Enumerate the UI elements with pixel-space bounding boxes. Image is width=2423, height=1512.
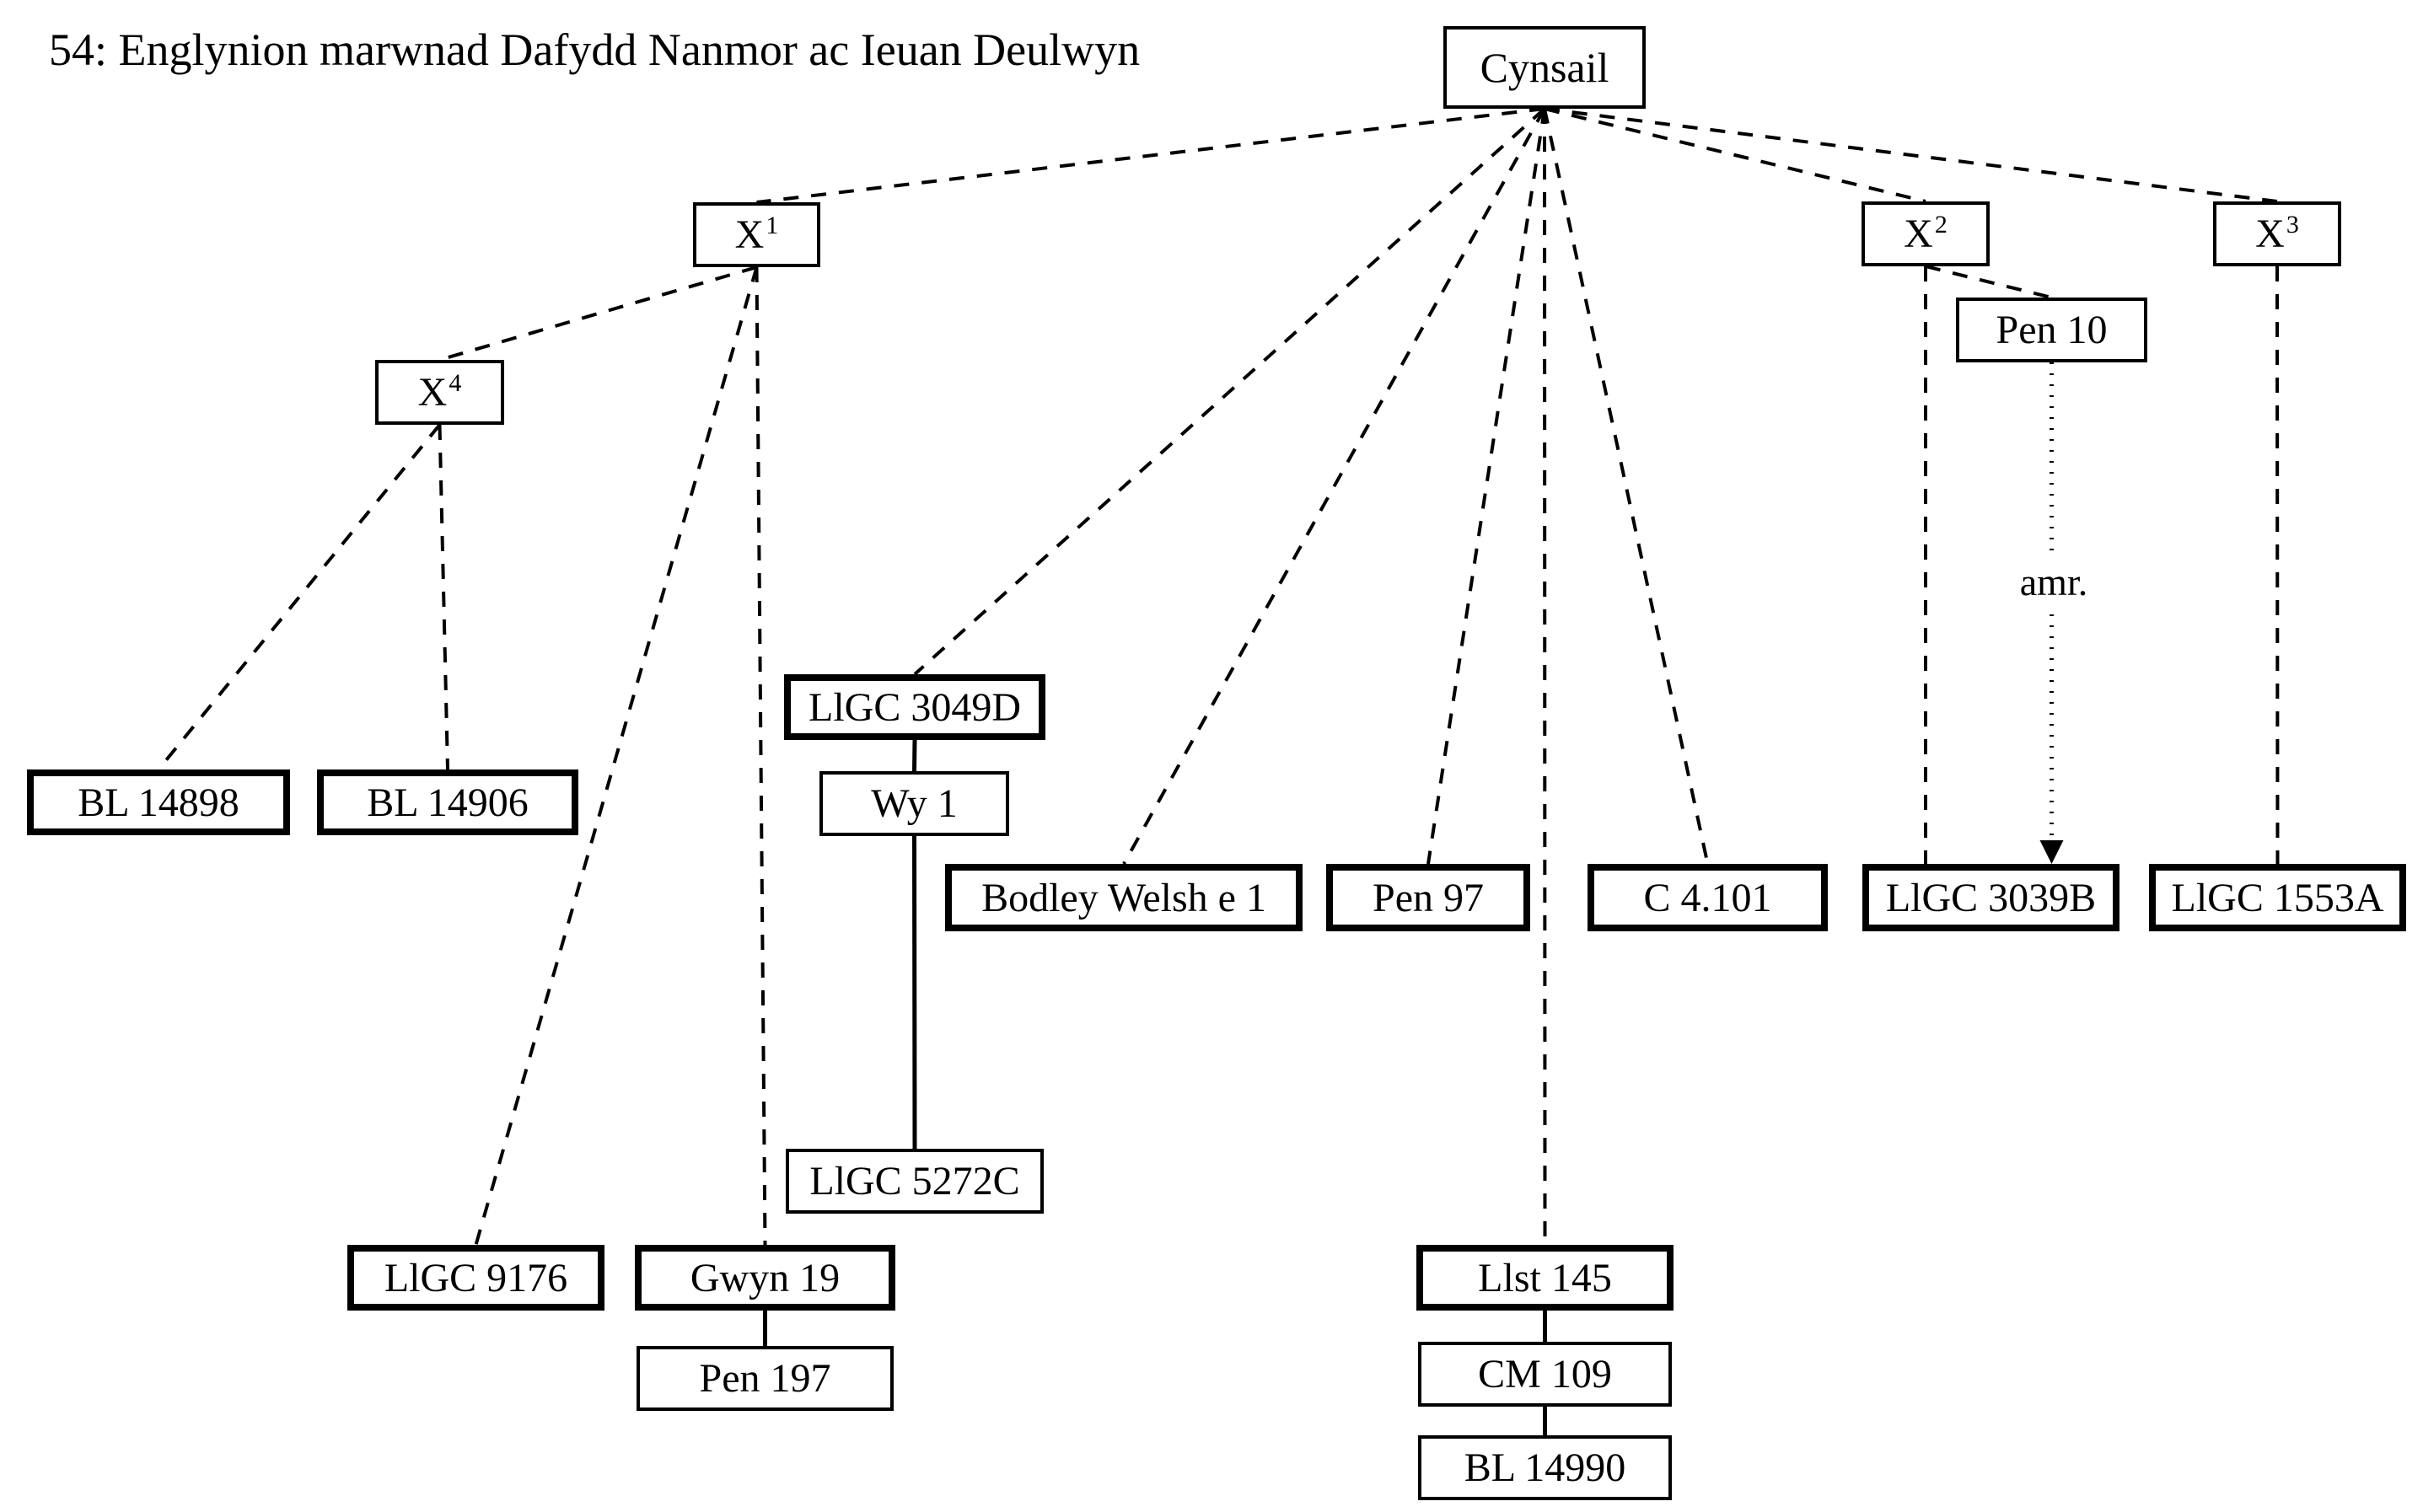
node-llst145: Llst 145 [1416, 1245, 1674, 1311]
node-cynsail: Cynsail [1443, 26, 1646, 109]
node-label: C 4.101 [1643, 875, 1772, 920]
node-ligc9176: LlGC 9176 [347, 1245, 604, 1311]
node-bl14906: BL 14906 [317, 769, 578, 835]
node-label: Gwyn 19 [690, 1255, 841, 1300]
node-ligc3039b: LlGC 3039B [1862, 864, 2119, 931]
node-ligc1553a: LlGC 1553A [2149, 864, 2406, 931]
edge-cynsail-c4101 [1543, 108, 1710, 865]
node-label: LlGC 3039B [1885, 875, 2097, 920]
edge-cynsail-x2 [1544, 107, 1926, 203]
node-label: BL 14906 [367, 780, 529, 825]
node-label: Llst 145 [1478, 1255, 1612, 1300]
edge-cynsail-pen97 [1426, 108, 1546, 865]
edge-x1-x4 [438, 265, 758, 362]
node-pen97: Pen 97 [1326, 864, 1530, 931]
node-ligc3049d: LlGC 3049D [784, 674, 1045, 740]
node-label: X1 [734, 212, 779, 257]
node-x1: X1 [693, 202, 820, 267]
node-label: CM 109 [1478, 1352, 1612, 1397]
node-label: Pen 10 [1996, 308, 2108, 352]
node-x4: X4 [375, 360, 504, 425]
edge-cynsail-x3 [1544, 107, 2278, 203]
arrowhead-pen10-ligc3039b [2039, 840, 2064, 864]
node-label: BL 14990 [1464, 1445, 1626, 1490]
node-label: Pen 97 [1373, 875, 1484, 920]
node-label: X3 [2255, 211, 2299, 256]
node-label: Cynsail [1480, 44, 1609, 91]
node-pen10: Pen 10 [1956, 298, 2147, 362]
edge-x1-ligc9176 [474, 266, 759, 1246]
node-label: X4 [417, 369, 462, 415]
edge-x4-bl14906 [438, 424, 449, 770]
node-label: LlGC 1553A [2171, 875, 2384, 920]
node-label: Bodley Welsh e 1 [981, 875, 1266, 920]
edge-x2-pen10 [1925, 265, 2052, 299]
node-label: BL 14898 [78, 780, 239, 825]
edge-x3-ligc1553a [2275, 265, 2280, 865]
edge-x4-bl14898 [157, 423, 442, 771]
edge-cynsail-bodley_welsh_e1 [1122, 108, 1546, 865]
page-title: 54: Englynion marwnad Dafydd Nanmor ac I… [49, 24, 1141, 75]
node-label: Pen 197 [699, 1356, 831, 1401]
edge-cynsail-x1 [756, 107, 1545, 204]
node-x3: X3 [2213, 201, 2341, 266]
edge-label-amr: amr. [1986, 558, 2121, 606]
edge-wy1-ligc5272c [912, 835, 917, 1150]
node-cm109: CM 109 [1418, 1342, 1672, 1407]
edge-x1-gwyn19 [755, 266, 767, 1246]
node-wy1: Wy 1 [819, 771, 1009, 836]
node-x2: X2 [1862, 201, 1990, 266]
node-ligc5272c: LlGC 5272C [786, 1149, 1044, 1214]
node-pen197: Pen 197 [637, 1346, 894, 1411]
node-label: Wy 1 [871, 781, 958, 826]
edge-ligc3049d-wy1 [912, 739, 917, 772]
node-gwyn19: Gwyn 19 [635, 1245, 895, 1311]
node-bl14990: BL 14990 [1418, 1435, 1672, 1500]
node-c4101: C 4.101 [1588, 864, 1828, 931]
node-label: X2 [1904, 211, 1948, 256]
node-bodley-welsh-e1: Bodley Welsh e 1 [945, 864, 1303, 931]
node-label: LlGC 3049D [809, 684, 1021, 730]
node-label: LlGC 5272C [809, 1159, 1020, 1204]
node-label: LlGC 9176 [384, 1255, 568, 1300]
edge-cynsail-ligc3049d [913, 107, 1546, 676]
node-bl14898: BL 14898 [27, 769, 290, 835]
